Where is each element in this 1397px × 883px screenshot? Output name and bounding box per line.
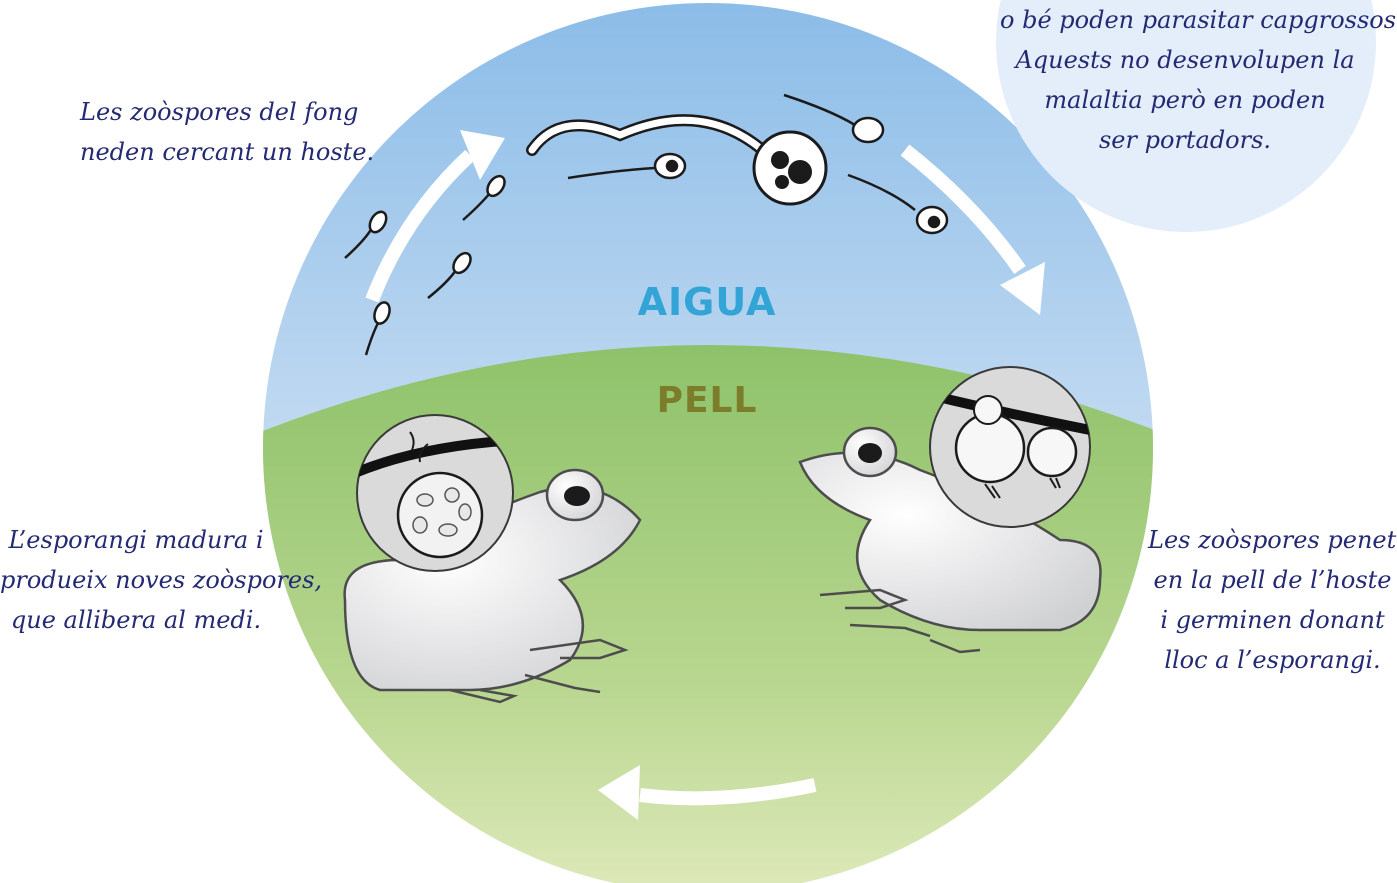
frog-eye — [858, 443, 882, 463]
note-line: Les zoòspores del fong — [80, 92, 355, 132]
note-zoospores-swim: Les zoòspores del fong neden cercant un … — [80, 92, 355, 172]
note-line: en la pell de l’hoste — [1148, 560, 1397, 600]
note-line: o bé poden parasitar capgrossos. — [1000, 0, 1370, 40]
note-line: lloc a l’esporangi. — [1148, 640, 1397, 680]
note-sporangium-matures: L’esporangi madura i produeix noves zoòs… — [0, 520, 272, 640]
note-line: Aquests no desenvolupen la — [1000, 40, 1370, 80]
skin-label: PELL — [607, 380, 807, 421]
note-line: Les zoòspores penetren — [1148, 520, 1397, 560]
note-line: malaltia però en poden — [1000, 80, 1370, 120]
note-line: produeix noves zoòspores, — [0, 560, 272, 600]
note-line: neden cercant un hoste. — [80, 132, 355, 172]
note-line: que allibera al medi. — [0, 600, 272, 640]
water-label: AIGUA — [607, 280, 807, 324]
note-zoospores-penetrate: Les zoòspores penetren en la pell de l’h… — [1148, 520, 1397, 680]
germinating-spore — [1028, 428, 1076, 476]
note-line: ser portadors. — [1000, 120, 1370, 160]
frog-eye — [564, 486, 590, 506]
note-line: i germinen donant — [1148, 600, 1397, 640]
note-line: L’esporangi madura i — [0, 520, 272, 560]
note-tadpoles: o bé poden parasitar capgrossos. Aquests… — [1000, 0, 1370, 160]
